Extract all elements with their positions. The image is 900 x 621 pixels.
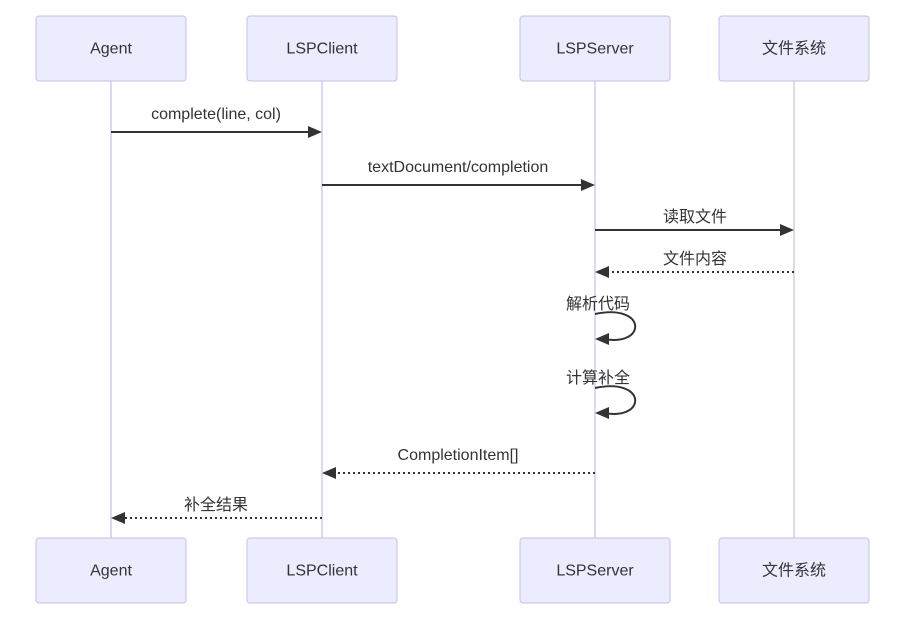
actor-label: Agent <box>90 41 132 58</box>
actors-top: Agent LSPClient LSPServer 文件系统 <box>35 15 870 82</box>
message-completion-items: CompletionItem[] <box>322 447 595 479</box>
actor-box <box>519 15 671 82</box>
actor-label: LSPClient <box>286 41 358 58</box>
message-completion-result: 补全结果 <box>111 496 322 524</box>
message-label: 补全结果 <box>184 496 248 514</box>
actor-bottom-lspclient: LSPClient <box>246 537 398 604</box>
arrowhead-left-icon <box>595 333 609 345</box>
arrowhead-left-icon <box>595 266 609 278</box>
message-label: 计算补全 <box>566 368 630 387</box>
message-label: CompletionItem[] <box>398 447 519 464</box>
message-label: 读取文件 <box>663 208 727 226</box>
arrowhead-right-icon <box>780 224 794 236</box>
message-label: textDocument/completion <box>368 159 549 176</box>
actor-top-lspserver: LSPServer <box>519 15 671 82</box>
actor-box <box>35 537 187 604</box>
message-parse-code: 解析代码 <box>566 295 637 345</box>
actor-box <box>35 15 187 82</box>
arrowhead-left-icon <box>111 512 125 524</box>
actor-box <box>519 537 671 604</box>
message-label: complete(line, col) <box>151 106 281 123</box>
self-loop-line <box>594 311 637 341</box>
message-label: 解析代码 <box>566 295 630 313</box>
actor-label: LSPServer <box>556 563 634 580</box>
message-read-file: 读取文件 <box>595 208 794 236</box>
message-file-content: 文件内容 <box>595 250 794 278</box>
actor-label: Agent <box>90 563 132 580</box>
actor-bottom-lspserver: LSPServer <box>519 537 671 604</box>
actor-top-lspclient: LSPClient <box>246 15 398 82</box>
arrowhead-right-icon <box>581 179 595 191</box>
actor-label: 文件系统 <box>762 562 826 580</box>
actor-box <box>246 537 398 604</box>
message-compute-completion: 计算补全 <box>566 368 637 419</box>
self-loop-line <box>594 385 637 415</box>
message-textdocument-completion: textDocument/completion <box>322 159 595 191</box>
actor-box <box>718 15 870 82</box>
arrowhead-right-icon <box>308 126 322 138</box>
lifelines <box>110 81 795 538</box>
actor-label: LSPServer <box>556 41 634 58</box>
arrowhead-left-icon <box>322 467 336 479</box>
actor-box <box>246 15 398 82</box>
actor-top-agent: Agent <box>35 15 187 82</box>
actor-box <box>718 537 870 604</box>
actor-bottom-filesystem: 文件系统 <box>718 537 870 604</box>
actor-bottom-agent: Agent <box>35 537 187 604</box>
arrowhead-left-icon <box>595 407 609 419</box>
actors-bottom: Agent LSPClient LSPServer 文件系统 <box>35 537 870 604</box>
message-label: 文件内容 <box>663 250 727 268</box>
message-complete: complete(line, col) <box>111 106 322 138</box>
actor-top-filesystem: 文件系统 <box>718 15 870 82</box>
actor-label: LSPClient <box>286 563 358 580</box>
actor-label: 文件系统 <box>762 40 826 58</box>
